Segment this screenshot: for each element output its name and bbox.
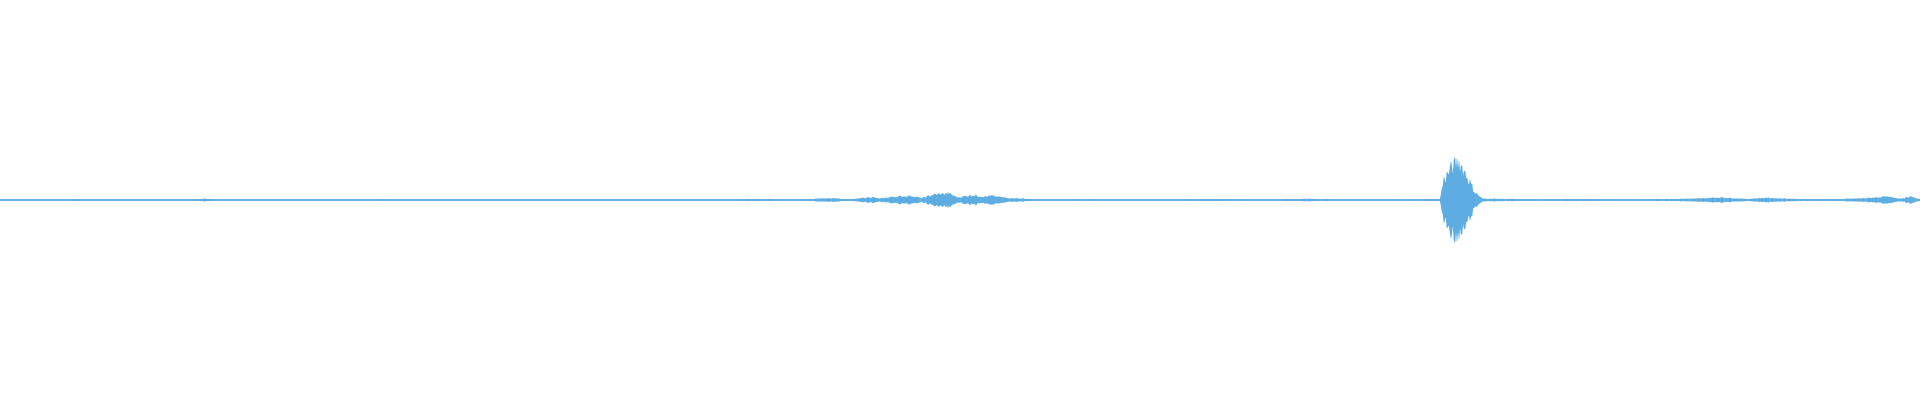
waveform-envelope (0, 156, 1920, 244)
